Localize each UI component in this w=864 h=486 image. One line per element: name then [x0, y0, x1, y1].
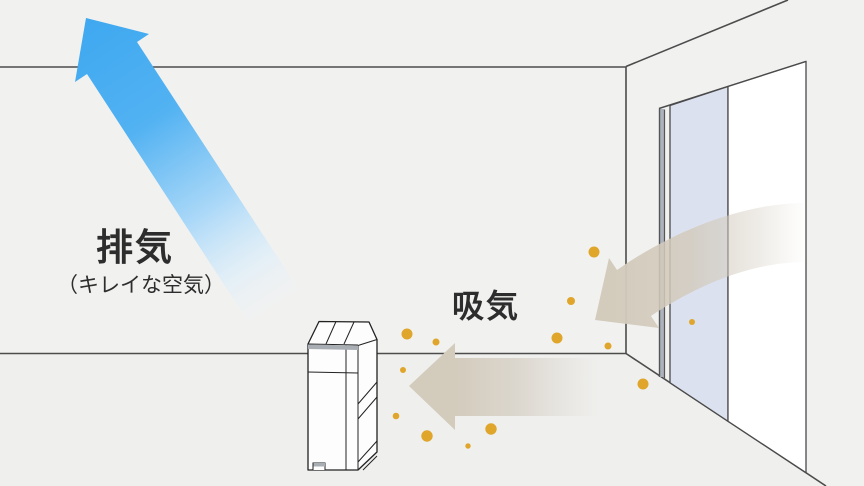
particle-dot — [400, 367, 406, 373]
air-purifier — [307, 320, 378, 471]
particles — [392, 246, 695, 449]
particle-dot — [421, 430, 433, 442]
right-ceiling-edge — [625, 0, 789, 68]
purifier-body — [307, 320, 378, 471]
particle-dot — [485, 423, 497, 435]
purifier-front-seam-line — [307, 371, 359, 374]
exhaust-label: 排気 — [96, 226, 174, 269]
purifier-top-vent-line-1 — [325, 321, 337, 345]
exhaust-arrow — [75, 18, 301, 326]
door-white-panel — [727, 60, 807, 474]
particle-dot — [567, 297, 575, 305]
purifier-side-louver-2 — [357, 396, 378, 420]
intake-label: 吸気 — [452, 287, 521, 325]
purifier-side-louver-4 — [362, 455, 378, 471]
particle-dot — [392, 412, 400, 420]
purifier-side-top-edge — [357, 339, 378, 346]
intake-arrow-curved — [595, 203, 806, 328]
purifier-side-louver-3 — [357, 440, 378, 463]
purifier-side-louver-1 — [357, 381, 378, 405]
floor-surface — [0, 353, 826, 486]
particle-dot — [604, 342, 612, 350]
particle-dot — [401, 328, 413, 340]
purifier-foot-bar — [313, 463, 325, 467]
purifier-top-vent-line-2 — [343, 321, 355, 345]
particle-dot — [465, 443, 471, 449]
purifier-top-rim — [308, 344, 358, 350]
purifier-panel-lines — [307, 321, 378, 471]
particle-dot — [689, 319, 695, 325]
intake-arrow-straight — [409, 343, 598, 430]
particle-dot — [551, 332, 563, 344]
exhaust-note-label: （キレイな空気） — [57, 273, 225, 297]
particle-dot — [637, 378, 649, 390]
particle-dot — [432, 338, 440, 346]
particle-dot — [588, 246, 600, 258]
purifier-top-front-edge — [307, 343, 359, 346]
